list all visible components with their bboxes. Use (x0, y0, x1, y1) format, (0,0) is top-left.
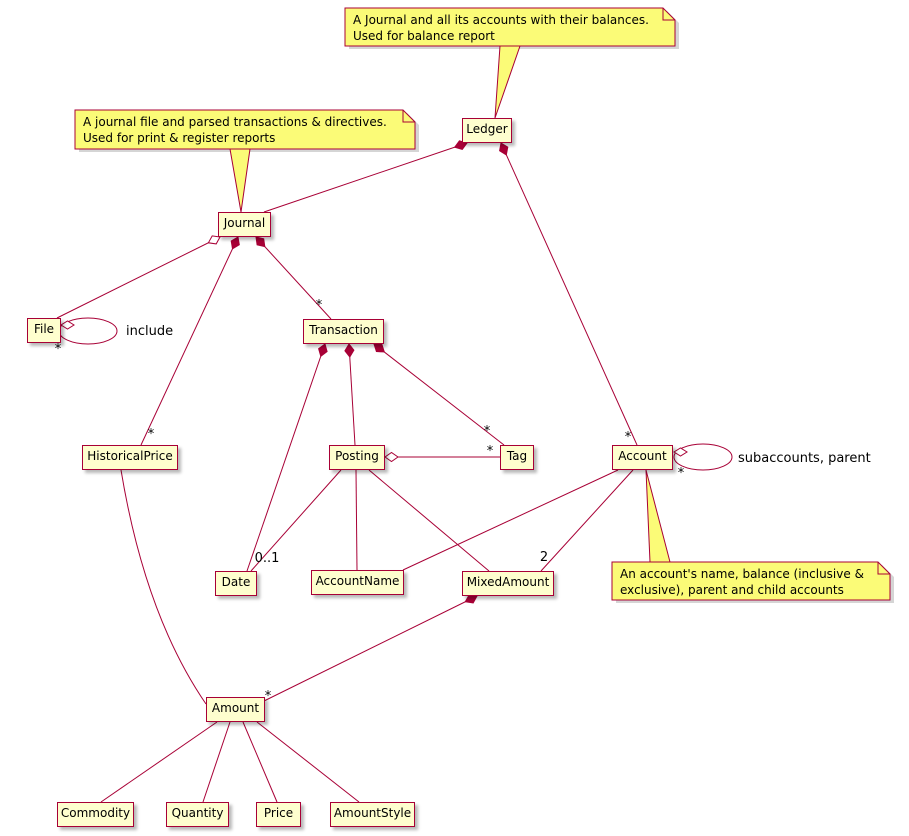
note-fold-icon (402, 110, 415, 123)
edge-mixedamount-amount (263, 595, 478, 702)
edge-label: * (265, 689, 272, 704)
note-body (74, 109, 416, 150)
filled-diamond-icon (344, 343, 355, 358)
edge-label: * (625, 430, 632, 445)
class-account: Account (612, 445, 673, 470)
filled-diamond-icon (255, 236, 266, 248)
class-ledger: Ledger (462, 118, 512, 143)
class-price: Price (256, 802, 301, 827)
edge-transaction-tag (373, 343, 505, 446)
edge-historicalprice-amount (120, 469, 207, 705)
edge-transaction-posting (348, 343, 356, 446)
edge-amount-commodity (100, 721, 218, 803)
self-loop-account-subaccounts (673, 443, 733, 471)
note-fold-icon (662, 8, 675, 21)
class-tag: Tag (500, 445, 534, 470)
edge-amount-price (242, 721, 278, 803)
class-quantity: Quantity (166, 802, 229, 827)
edge-amount-amountstyle (256, 721, 360, 803)
open-diamond-icon (207, 235, 221, 245)
filled-diamond-icon (373, 343, 385, 353)
edge-posting-date (250, 469, 342, 572)
edge-label: * (148, 427, 155, 442)
edge-transaction-date (246, 343, 326, 572)
class-posting: Posting (329, 445, 385, 470)
open-diamond-icon (384, 451, 399, 463)
class-accountname: AccountName (311, 570, 404, 595)
account-note: An account's name, balance (inclusive & … (620, 567, 864, 597)
edge-label: * (487, 444, 494, 459)
edge-label: * (678, 466, 685, 481)
edge-journal-historicalprice (140, 236, 239, 446)
ledger-note: A Journal and all its accounts with thei… (353, 13, 649, 43)
class-commodity: Commodity (57, 802, 134, 827)
edge-label: 2 (540, 550, 548, 565)
filled-diamond-icon (318, 343, 328, 358)
filled-diamond-icon (499, 142, 509, 156)
class-amount: Amount (206, 697, 265, 722)
open-diamond-icon (673, 447, 688, 457)
edge-journal-file (56, 236, 221, 319)
open-diamond-icon (60, 320, 75, 330)
note-body (611, 561, 891, 601)
class-amountstyle: AmountStyle (330, 802, 415, 827)
edge-label: * (316, 298, 323, 313)
class-historicalprice: HistoricalPrice (82, 445, 178, 470)
note-body (344, 7, 676, 47)
edge-label: * (484, 424, 491, 439)
edge-account-accountname (402, 469, 619, 571)
edge-posting-accountname (355, 469, 358, 571)
edge-label: 0..1 (255, 551, 280, 566)
filled-diamond-icon (230, 236, 240, 250)
class-transaction: Transaction (303, 319, 384, 344)
edge-ledger-account (500, 142, 638, 446)
edge-ledger-journal (263, 142, 468, 213)
note-fold-icon (877, 562, 890, 575)
edge-amount-quantity (202, 721, 231, 803)
edge-journal-transaction (255, 236, 332, 320)
edge-label: * (55, 342, 62, 357)
class-file: File (27, 318, 61, 343)
edge-label: include (126, 324, 173, 339)
class-journal: Journal (218, 212, 271, 237)
edge-account-mixedamount (540, 469, 634, 572)
edge-posting-mixedamount (368, 469, 490, 572)
edge-label: subaccounts, parent (738, 451, 871, 466)
class-mixedamount: MixedAmount (462, 571, 554, 596)
class-date: Date (215, 571, 257, 596)
journal-note: A journal file and parsed transactions &… (83, 115, 387, 145)
